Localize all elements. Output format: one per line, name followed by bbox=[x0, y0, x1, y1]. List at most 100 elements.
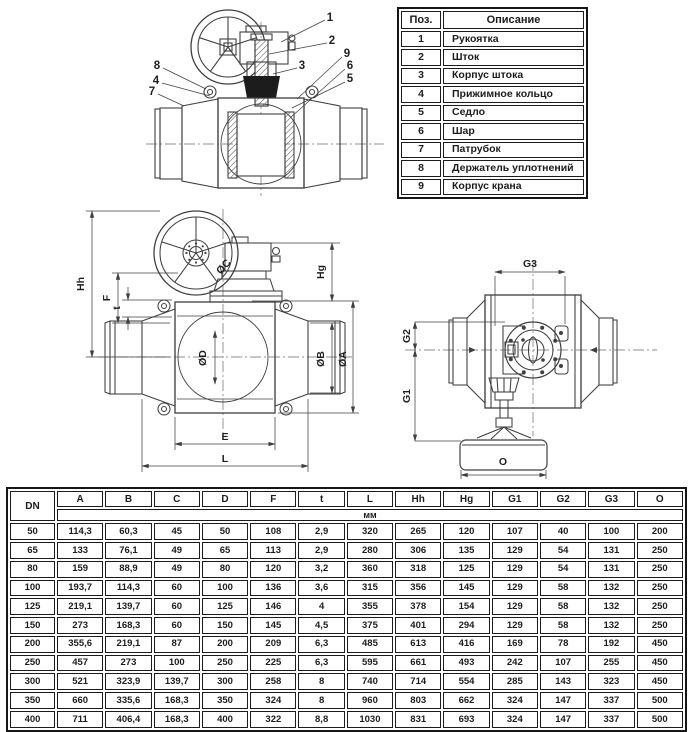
dim-value: 49 bbox=[153, 560, 200, 578]
dim-value: 485 bbox=[346, 635, 394, 653]
dim-value: 168,3 bbox=[153, 711, 200, 728]
dim-value: 493 bbox=[443, 654, 490, 672]
dim-value: 378 bbox=[395, 598, 442, 616]
dim-value: 803 bbox=[395, 692, 442, 709]
callout-9: 9 bbox=[344, 48, 350, 60]
dim-value: 242 bbox=[491, 654, 538, 672]
dn-value: 300 bbox=[10, 673, 55, 691]
part-position: 3 bbox=[401, 67, 441, 85]
dim-value: 250 bbox=[636, 579, 683, 597]
dim-value: 250 bbox=[636, 617, 683, 634]
weld-ends bbox=[154, 98, 368, 189]
dim-value: 306 bbox=[395, 542, 442, 559]
dims-column-l: L bbox=[346, 491, 394, 507]
seat-left bbox=[227, 111, 238, 179]
dim-value: 8 bbox=[298, 673, 345, 691]
dn-value: 65 bbox=[10, 542, 55, 559]
dim-value: 150 bbox=[201, 617, 249, 634]
dim-value: 740 bbox=[346, 673, 394, 691]
dim-value: 192 bbox=[588, 635, 635, 653]
dim-value: 323,9 bbox=[105, 673, 152, 691]
dim-value: 209 bbox=[250, 635, 297, 653]
dim-label-g1: G1 bbox=[401, 389, 413, 403]
dim-value: 145 bbox=[443, 579, 490, 597]
dim-label-e: E bbox=[221, 431, 228, 443]
dim-value: 154 bbox=[443, 598, 490, 616]
dim-value: 131 bbox=[588, 560, 635, 578]
part-position: 7 bbox=[401, 141, 441, 159]
part-description: Корпус крана bbox=[443, 178, 584, 195]
part-position: 6 bbox=[401, 123, 441, 140]
dim-value: 273 bbox=[105, 654, 152, 672]
dim-value: 120 bbox=[250, 560, 297, 578]
dn-value: 125 bbox=[10, 598, 55, 616]
part-position: 5 bbox=[401, 104, 441, 122]
mounting-flange bbox=[504, 321, 562, 379]
dim-value: 375 bbox=[346, 617, 394, 634]
dim-value: 273 bbox=[57, 617, 104, 634]
dim-label-g3: G3 bbox=[523, 258, 537, 270]
dim-value: 76,1 bbox=[105, 542, 152, 559]
ball-bore bbox=[236, 113, 286, 177]
dim-value: 54 bbox=[539, 542, 587, 559]
dim-value: 521 bbox=[57, 673, 104, 691]
parts-header-description: Описание bbox=[443, 11, 584, 29]
dim-value: 265 bbox=[395, 523, 442, 541]
dim-value: 714 bbox=[395, 673, 442, 691]
dn-value: 50 bbox=[10, 523, 55, 541]
dim-value: 660 bbox=[57, 692, 104, 709]
callout-2: 2 bbox=[329, 35, 335, 47]
dims-column-f: F bbox=[250, 491, 297, 507]
dim-value: 450 bbox=[636, 673, 683, 691]
dim-value: 613 bbox=[395, 635, 442, 653]
dims-column-hh: Hh bbox=[395, 491, 442, 507]
part-description: Корпус штока bbox=[443, 67, 584, 85]
dim-value: 108 bbox=[250, 523, 297, 541]
dims-column-g1: G1 bbox=[491, 491, 538, 507]
dim-value: 356 bbox=[395, 579, 442, 597]
part-position: 9 bbox=[401, 178, 441, 195]
dn-value: 350 bbox=[10, 692, 55, 709]
dim-value: 219,1 bbox=[105, 635, 152, 653]
dim-value: 335,6 bbox=[105, 692, 152, 709]
dim-label-ob: ØB bbox=[315, 351, 327, 367]
part-description: Шар bbox=[443, 123, 584, 140]
dim-value: 323 bbox=[588, 673, 635, 691]
dim-value: 120 bbox=[443, 523, 490, 541]
dim-label-oa: ØA bbox=[337, 351, 349, 367]
dims-column-a: A bbox=[57, 491, 104, 507]
side-view-drawing: G3 G2 G1 O bbox=[401, 258, 657, 479]
dim-value: 280 bbox=[346, 542, 394, 559]
dim-value: 500 bbox=[636, 692, 683, 709]
dim-value: 322 bbox=[250, 711, 297, 728]
part-description: Седло bbox=[443, 104, 584, 122]
dim-label-hg: Hg bbox=[315, 265, 327, 279]
dim-value: 132 bbox=[588, 617, 635, 634]
dim-value: 200 bbox=[201, 635, 249, 653]
callout-1: 1 bbox=[327, 12, 334, 24]
dim-value: 2,9 bbox=[298, 523, 345, 541]
dim-value: 318 bbox=[395, 560, 442, 578]
stem-bracket bbox=[502, 325, 569, 375]
dim-value: 320 bbox=[346, 523, 394, 541]
callout-7: 7 bbox=[149, 86, 155, 98]
dn-value: 250 bbox=[10, 654, 55, 672]
ball bbox=[220, 103, 302, 185]
dim-value: 315 bbox=[346, 579, 394, 597]
dim-value: 60 bbox=[153, 598, 200, 616]
callout-3: 3 bbox=[299, 60, 305, 72]
dim-value: 285 bbox=[491, 673, 538, 691]
dim-value: 147 bbox=[539, 692, 587, 709]
callout-5: 5 bbox=[347, 73, 354, 85]
part-description: Рукоятка bbox=[443, 31, 584, 48]
